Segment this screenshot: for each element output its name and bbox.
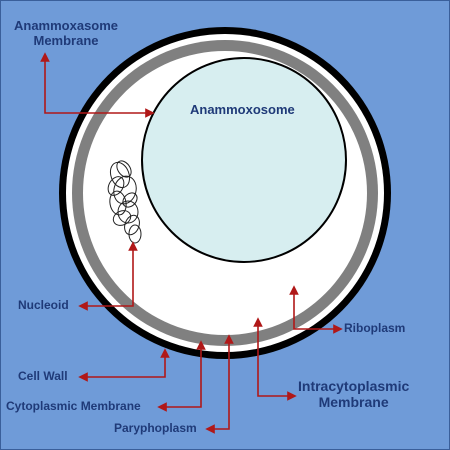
intracytoplasmic-membrane-label-line1: Intracytoplasmic	[298, 378, 410, 394]
nucleoid-label: Nucleoid	[18, 298, 69, 312]
cytoplasmic-membrane-pointer	[157, 340, 206, 412]
intracytoplasmic-membrane-pointer	[253, 317, 297, 401]
cell-wall-label: Cell Wall	[18, 369, 68, 383]
nucleoid-shape	[107, 160, 142, 244]
anammoxosome-membrane-pointer	[40, 52, 155, 118]
anammoxosome-label: Anammoxosome	[190, 102, 295, 117]
intracytoplasmic-membrane-label-line2: Membrane	[318, 394, 389, 411]
anammoxosome-membrane-label: Anammoxasome Membrane	[14, 18, 119, 49]
nucleoid-pointer	[78, 241, 138, 311]
paryphoplasm-pointer	[205, 334, 234, 434]
anammoxosome-membrane-label-line1: Anammoxasome	[14, 18, 119, 33]
intracytoplasmic-membrane-label: Intracytoplasmic Membrane	[298, 378, 409, 410]
anammoxosome-compartment	[141, 57, 347, 263]
riboplasm-label: Riboplasm	[344, 321, 406, 335]
cytoplasmic-membrane-label: Cytoplasmic Membrane	[6, 399, 141, 413]
paryphoplasm-label: Paryphoplasm	[114, 421, 197, 435]
anammoxosome-membrane-label-line2: Membrane	[33, 32, 99, 48]
